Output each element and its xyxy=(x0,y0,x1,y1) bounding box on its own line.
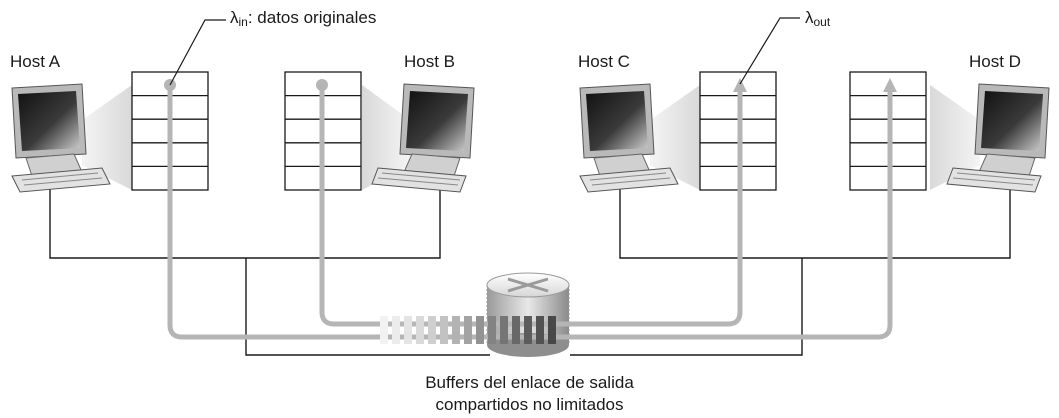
lambda-in-symbol: λ xyxy=(230,8,239,27)
caption-line-1: Buffers del enlace de salida xyxy=(425,373,634,392)
lambda-out-callout xyxy=(739,17,800,85)
computer-icon-host-a xyxy=(11,83,111,193)
router-icon xyxy=(486,272,570,357)
computer-icon-host-c xyxy=(579,83,679,193)
host-b-label: Host B xyxy=(404,52,456,71)
flow-arrow-c xyxy=(733,78,747,92)
lambda-in-label: λin: datos originales xyxy=(230,8,376,29)
lambda-in-text: : datos originales xyxy=(247,8,377,27)
host-a-beam xyxy=(82,85,132,190)
flow-arrow-d xyxy=(883,78,897,92)
computer-icon-host-b xyxy=(371,83,475,193)
flow-source-b xyxy=(316,79,328,91)
host-c-label: Host C xyxy=(578,52,630,71)
host-a-label: Host A xyxy=(10,52,61,71)
output-buffer-queue xyxy=(380,316,556,344)
lambda-out-symbol: λ xyxy=(805,8,814,27)
lambda-out-subscript: out xyxy=(813,15,831,29)
caption-line-2: compartidos no limitados xyxy=(435,395,624,414)
network-links xyxy=(49,185,1011,356)
host-c-beam xyxy=(650,85,700,190)
host-d-beam xyxy=(930,85,980,190)
computer-icon-host-d xyxy=(946,83,1050,193)
host-b-beam xyxy=(362,85,410,190)
lambda-in-callout xyxy=(169,19,226,86)
lambda-in-subscript: in xyxy=(238,15,248,29)
lambda-out-label: λout xyxy=(805,8,830,29)
host-d-label: Host D xyxy=(969,52,1021,71)
